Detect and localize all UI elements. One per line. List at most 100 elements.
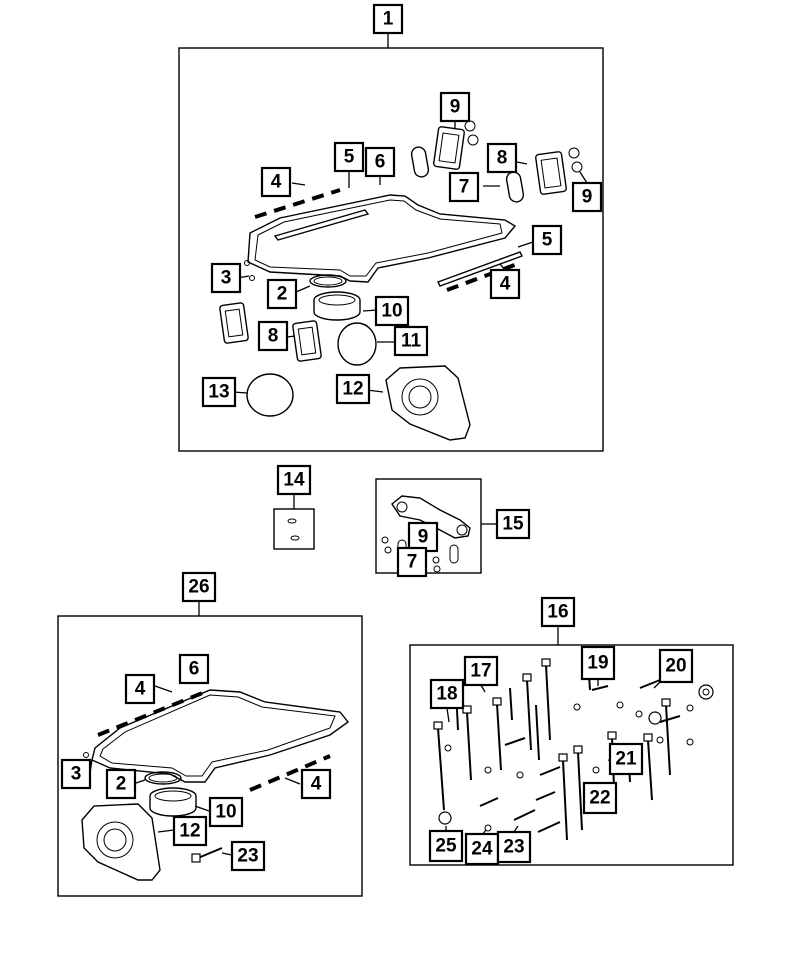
kit-14-group (273, 495, 315, 550)
svg-text:1: 1 (383, 9, 394, 30)
svg-text:2: 2 (116, 774, 127, 795)
callout-4-top: 4 (260, 166, 292, 198)
side-seal-strip-upper (273, 209, 370, 241)
callout-11: 11 (393, 325, 429, 357)
callout-7-top: 7 (448, 171, 480, 203)
svg-text:11: 11 (401, 331, 422, 352)
callout-12-top: 12 (335, 373, 371, 405)
svg-text:10: 10 (381, 301, 402, 322)
square-seal-left (219, 302, 249, 344)
svg-text:12: 12 (342, 379, 363, 400)
callout-6-top: 6 (364, 146, 396, 178)
callout-22: 22 (582, 781, 618, 815)
seal-ring (309, 274, 347, 288)
svg-text:4: 4 (311, 774, 322, 795)
svg-text:4: 4 (500, 274, 511, 295)
seal-retainer (313, 291, 361, 321)
callout-4-bottom-left: 4 (124, 673, 156, 705)
kit-1-group (178, 34, 604, 452)
svg-text:10: 10 (215, 802, 236, 823)
callout-23-bottom: 23 (230, 840, 266, 872)
svg-text:3: 3 (221, 268, 232, 289)
kit-26-frame (57, 615, 363, 897)
svg-text:23: 23 (503, 837, 524, 858)
callout-8-top: 8 (486, 142, 518, 174)
callout-26: 26 (181, 571, 217, 603)
callout-4-bottom-right: 4 (300, 768, 332, 800)
callout-20: 20 (658, 648, 694, 684)
kit-16-frame (409, 644, 734, 866)
svg-text:18: 18 (436, 684, 457, 705)
callout-25: 25 (428, 829, 464, 863)
callout-5-top: 5 (333, 141, 365, 173)
svg-text:25: 25 (435, 836, 457, 857)
side-seal-strip-lower (437, 251, 523, 287)
svg-text:4: 4 (135, 679, 146, 700)
svg-text:6: 6 (375, 152, 386, 173)
callout-4-right: 4 (489, 268, 521, 300)
svg-text:8: 8 (268, 326, 279, 347)
svg-text:17: 17 (470, 661, 491, 682)
svg-text:2: 2 (277, 284, 288, 305)
oil-pump-pickup (391, 495, 471, 539)
svg-text:12: 12 (179, 821, 200, 842)
svg-text:4: 4 (271, 172, 282, 193)
svg-text:9: 9 (418, 527, 429, 548)
svg-text:21: 21 (615, 749, 637, 770)
kit-16-group (409, 626, 734, 866)
callout-12-bottom: 12 (172, 815, 208, 847)
oval-gasket-left (410, 146, 430, 178)
callout-2-top: 2 (266, 278, 298, 310)
callout-24: 24 (464, 832, 500, 866)
cover-gasket (385, 365, 471, 441)
svg-text:5: 5 (542, 230, 553, 251)
callout-3-top: 3 (210, 262, 242, 294)
kit-15-group (375, 478, 497, 574)
callout-18: 18 (429, 678, 465, 710)
callout-5-right: 5 (531, 224, 563, 256)
svg-text:26: 26 (188, 577, 209, 598)
dashed-seal-upper (254, 188, 341, 219)
oil-pan-gasket (247, 194, 517, 283)
svg-text:15: 15 (502, 514, 524, 535)
svg-text:9: 9 (450, 97, 461, 118)
svg-text:7: 7 (407, 552, 418, 573)
kit-14-frame (273, 508, 315, 550)
callout-17: 17 (463, 655, 499, 687)
callout-7-kit15: 7 (396, 546, 428, 578)
svg-text:20: 20 (665, 656, 686, 677)
svg-text:16: 16 (547, 602, 568, 623)
callout-16: 16 (540, 596, 576, 628)
callout-13: 13 (201, 376, 237, 408)
cover-gasket-2 (81, 803, 161, 881)
callout-23-kit16: 23 (496, 830, 532, 864)
callout-9-kit15: 9 (407, 521, 439, 553)
kit-15-frame (375, 478, 482, 574)
square-seal-top-left (433, 126, 465, 170)
oil-pan-gasket-2 (91, 689, 350, 783)
callout-14: 14 (276, 464, 312, 496)
square-seal-top-right (535, 151, 567, 195)
oval-gasket-right (505, 171, 525, 203)
o-ring (337, 322, 377, 366)
callout-1: 1 (372, 3, 404, 35)
callout-9-right: 9 (571, 181, 603, 213)
callout-3-bottom: 3 (60, 758, 92, 790)
callout-6-bottom: 6 (178, 653, 210, 685)
callout-9-top: 9 (439, 91, 471, 123)
bolt-set (433, 658, 714, 841)
callout-10-bottom: 10 (208, 796, 244, 828)
kit-1-frame (178, 47, 604, 452)
callout-21: 21 (608, 742, 644, 776)
svg-text:7: 7 (459, 177, 470, 198)
svg-text:5: 5 (344, 147, 355, 168)
svg-text:9: 9 (582, 187, 593, 208)
callout-15: 15 (495, 508, 531, 540)
callout-8-left: 8 (257, 320, 289, 352)
dashed-seal-lower-2 (249, 754, 331, 792)
callout-19: 19 (580, 645, 616, 681)
svg-text:19: 19 (587, 653, 608, 674)
dashed-seal-lower (446, 261, 521, 292)
o-ring-large (246, 373, 294, 417)
